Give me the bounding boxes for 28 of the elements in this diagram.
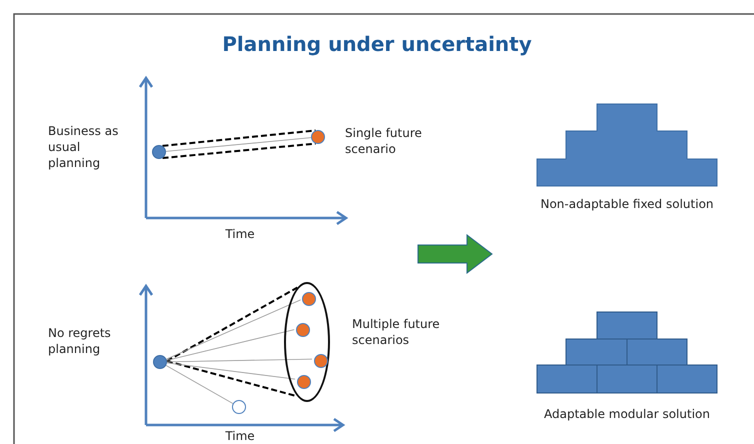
- dashed-line: [162, 142, 316, 160]
- dot: [297, 375, 311, 389]
- line: [166, 299, 301, 360]
- scenario-ellipse: [284, 282, 330, 402]
- side-label: No regrets planning: [48, 325, 112, 357]
- line: [166, 329, 295, 361]
- dot-hollow: [232, 400, 246, 414]
- line: [166, 362, 296, 380]
- axis-label: Time: [224, 226, 256, 242]
- dot: [302, 292, 316, 306]
- dashed-line: [166, 360, 298, 398]
- dashed-line: [162, 129, 316, 147]
- dot: [153, 355, 167, 369]
- caption: Non-adaptable fixed solution: [539, 196, 715, 212]
- dot: [314, 354, 328, 368]
- dot: [296, 323, 310, 337]
- line: [166, 365, 234, 404]
- line: [166, 137, 312, 152]
- line: [166, 358, 312, 362]
- dot: [311, 130, 325, 144]
- side-label: Multiple future scenarios: [352, 316, 441, 348]
- side-label: Business as usual planning: [48, 123, 120, 171]
- side-label: Single future scenario: [345, 125, 423, 157]
- axis-label: Time: [224, 428, 256, 444]
- dashed-line: [166, 286, 298, 362]
- title: Planning under uncertainty: [221, 32, 533, 56]
- caption: Adaptable modular solution: [542, 406, 711, 422]
- dot: [152, 145, 166, 159]
